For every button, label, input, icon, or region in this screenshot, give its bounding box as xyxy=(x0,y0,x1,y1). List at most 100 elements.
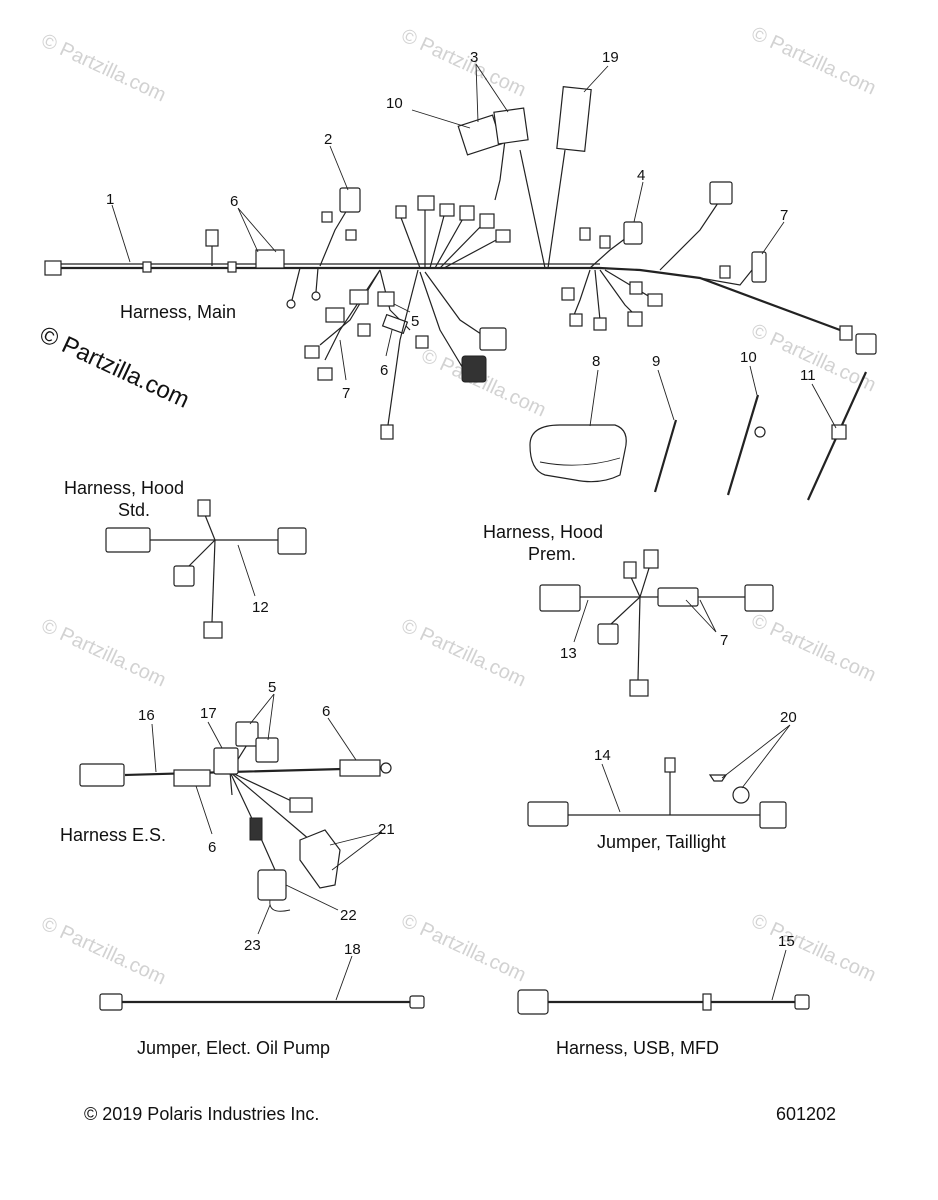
clip xyxy=(142,261,152,273)
wire xyxy=(229,771,301,806)
callout-4: 4 xyxy=(637,167,645,184)
connector xyxy=(579,227,591,241)
connector xyxy=(79,763,125,787)
wire xyxy=(229,771,311,841)
connector xyxy=(277,527,307,555)
connector xyxy=(173,565,195,587)
leader-line xyxy=(249,693,275,741)
leader-line xyxy=(285,884,339,911)
leader-line xyxy=(583,65,609,93)
callout-22: 22 xyxy=(340,907,357,924)
callout-7: 7 xyxy=(780,207,788,224)
callouts: 1 2 3 4 5 5 6 6 6 6 7 7 7 8 9 10 10 11 1… xyxy=(106,49,816,958)
watermark: © Partzilla.com xyxy=(398,615,529,692)
connector-7 xyxy=(751,251,767,283)
connector xyxy=(599,235,611,249)
watermark: © Partzilla.com xyxy=(38,30,169,107)
branch-wire xyxy=(494,139,506,201)
grommet xyxy=(702,993,712,1011)
callout-1: 1 xyxy=(106,191,114,208)
leader-line xyxy=(257,904,271,935)
branch-wire xyxy=(659,199,721,271)
watermark: © Partzilla.com xyxy=(748,610,879,687)
connector-7 xyxy=(317,367,333,381)
callout-10: 10 xyxy=(386,95,403,112)
watermark: © Partzilla.com xyxy=(398,25,529,102)
leader-line xyxy=(771,949,787,1001)
connector-6 xyxy=(255,249,285,269)
wire xyxy=(229,771,233,796)
connector xyxy=(527,801,569,827)
connector xyxy=(439,203,455,217)
connector xyxy=(479,327,507,351)
callout-20: 20 xyxy=(780,709,797,726)
branch-wire xyxy=(319,269,381,346)
branch-wire xyxy=(519,149,546,269)
callout-11: 11 xyxy=(800,367,816,384)
leader-line xyxy=(811,383,837,429)
leader-line xyxy=(327,717,357,761)
callout-6: 6 xyxy=(230,193,238,210)
leader-line xyxy=(685,599,717,633)
branch-wire xyxy=(547,149,566,269)
connector xyxy=(839,325,853,341)
callout-19: 19 xyxy=(602,49,619,66)
leader-line xyxy=(195,785,213,835)
connector xyxy=(569,313,583,327)
branch-wire xyxy=(443,237,501,269)
branch-wire xyxy=(594,269,601,321)
connector xyxy=(289,797,313,813)
loose-items xyxy=(529,371,868,501)
tie-9 xyxy=(653,419,678,493)
connector xyxy=(304,345,320,359)
conduit-8 xyxy=(529,424,627,483)
clip xyxy=(754,426,766,438)
leader-line xyxy=(761,221,785,255)
leader-line xyxy=(329,831,383,871)
branch-wire xyxy=(419,271,471,381)
connector xyxy=(99,993,123,1011)
connector xyxy=(415,335,429,349)
taillight-jumper xyxy=(527,757,787,829)
callout-15: 15 xyxy=(778,933,795,950)
callout-6: 6 xyxy=(380,362,388,379)
callout-5: 5 xyxy=(268,679,276,696)
cover-21 xyxy=(299,829,341,889)
clip xyxy=(227,261,237,273)
branch-wire xyxy=(589,234,631,269)
connector xyxy=(349,289,369,305)
clip-23 xyxy=(269,899,291,912)
wire xyxy=(609,596,641,626)
label-harness-es: Harness E.S. xyxy=(60,825,166,845)
main-end-connector xyxy=(44,260,62,276)
connector xyxy=(719,265,731,279)
tie-10 xyxy=(726,394,760,496)
callout-3: 3 xyxy=(470,49,478,66)
connector xyxy=(495,229,511,243)
connector-5 xyxy=(235,721,259,747)
connector xyxy=(325,307,345,323)
leader-line xyxy=(589,369,599,427)
wire xyxy=(204,514,216,541)
callout-7: 7 xyxy=(720,632,728,649)
branch-wire xyxy=(399,214,421,269)
connector xyxy=(479,213,495,229)
label-harness-usb-mfd: Harness, USB, MFD xyxy=(556,1038,719,1058)
connector xyxy=(744,584,774,612)
wire xyxy=(637,596,641,681)
callout-2: 2 xyxy=(324,131,332,148)
connector xyxy=(380,424,394,440)
leader-line xyxy=(237,544,256,597)
callout-6: 6 xyxy=(322,703,330,720)
connector xyxy=(345,229,357,241)
leader-line xyxy=(111,204,131,263)
connector xyxy=(203,621,223,639)
leader-lines xyxy=(111,63,837,1001)
connector xyxy=(105,527,151,553)
leader-line xyxy=(335,955,353,1001)
fuse xyxy=(249,817,263,841)
callout-16: 16 xyxy=(138,707,155,724)
module-19 xyxy=(556,86,592,152)
leader-line xyxy=(633,181,644,223)
connector xyxy=(643,549,659,569)
